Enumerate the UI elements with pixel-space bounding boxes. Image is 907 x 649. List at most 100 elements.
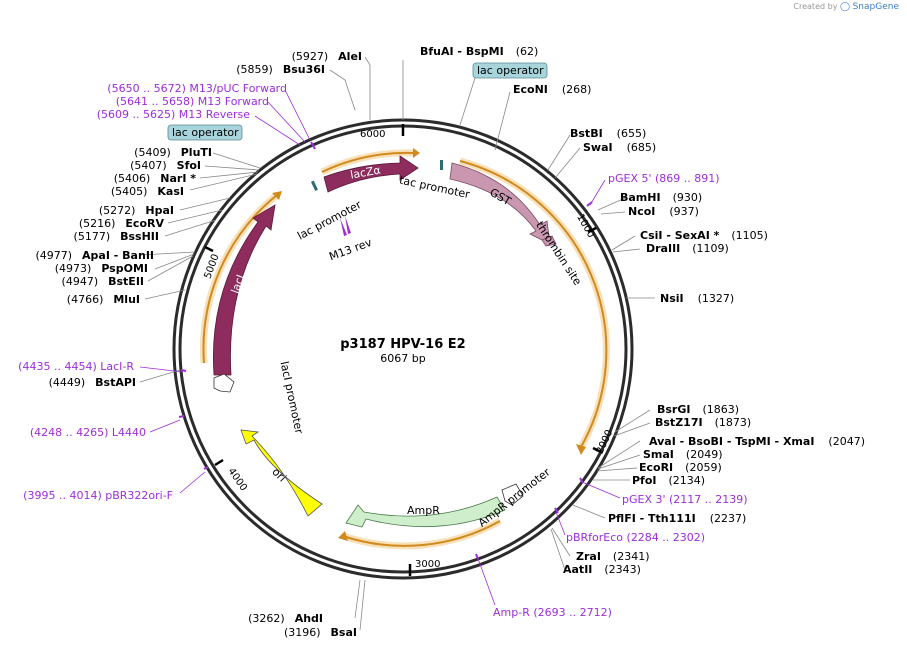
site-name: SwaI xyxy=(583,141,613,154)
primer-amp-r: Amp-R (2693 .. 2712) xyxy=(493,606,612,619)
ampr-promoter-label: AmpR promoter xyxy=(476,465,553,529)
svg-text:PflFI - Tth111I(2237): PflFI - Tth111I(2237) xyxy=(608,512,746,525)
orf-arcs xyxy=(200,148,610,550)
svg-text:(5406)NarI *: (5406)NarI * xyxy=(114,172,197,185)
plasmid-length: 6067 bp xyxy=(380,352,425,365)
laci-arrow xyxy=(213,204,276,376)
ampr-promoter-arrow xyxy=(501,483,524,506)
site-pos: (5927) xyxy=(292,50,329,63)
site-name: EcoNI xyxy=(513,83,548,96)
site-pos: (268) xyxy=(562,83,592,96)
svg-text:(5216)EcoRV: (5216)EcoRV xyxy=(79,217,165,230)
svg-text:(4973)PspOMI: (4973)PspOMI xyxy=(55,262,148,275)
site-name: BssHII xyxy=(120,230,159,243)
site-name: NcoI xyxy=(628,205,655,218)
svg-text:AvaI - BsoBI - TspMI - XmaI: AvaI - BsoBI - TspMI - XmaI(2047) xyxy=(649,435,865,448)
svg-text:(5407)SfoI: (5407) SfoI xyxy=(130,159,201,172)
site-name: ZraI xyxy=(576,550,601,563)
brand-prefix: Created by xyxy=(793,2,838,11)
site-pos: (3262) xyxy=(248,612,285,625)
svg-text:EcoNI(268): EcoNI (268) xyxy=(513,83,591,96)
site-pos: (2049) xyxy=(686,448,723,461)
primer-m13-puc-forward: (5650 .. 5672) M13/pUC Forward xyxy=(107,82,287,95)
site-name: AhdI xyxy=(295,612,323,625)
svg-text:(5177)BssHII: (5177)BssHII xyxy=(74,230,159,243)
svg-text:PfoI(2134): PfoI(2134) xyxy=(632,474,705,487)
svg-text:lac operator: lac operator xyxy=(172,126,239,139)
svg-text:SwaI(685): SwaI(685) xyxy=(583,141,656,154)
snapgene-brand: Created by ◯ SnapGene xyxy=(793,2,899,12)
svg-text:lac operator: lac operator xyxy=(477,64,544,77)
svg-text:(4766)MluI: (4766) MluI xyxy=(67,293,140,306)
site-pos: (1105) xyxy=(731,229,768,242)
laci-label: lacI xyxy=(229,273,248,295)
site-pos: (2343) xyxy=(604,563,641,576)
site-pos: (5859) xyxy=(236,63,273,76)
site-name: CsiI - SexAI * xyxy=(640,229,720,242)
svg-text:(5272)HpaI: (5272)HpaI xyxy=(99,204,174,217)
thrombin-site-arrow xyxy=(541,235,557,247)
site-pos: (62) xyxy=(516,45,539,58)
tick-6000: 6000 xyxy=(360,129,385,140)
ori-arrow xyxy=(240,429,323,517)
tick-3000: 3000 xyxy=(415,559,440,570)
site-pos: (1109) xyxy=(692,242,729,255)
site-name: Bsu36I xyxy=(283,63,325,76)
ampr-label: AmpR xyxy=(407,504,440,517)
laci-promoter-label: lacI promoter xyxy=(278,360,306,435)
site-name: PspOMI xyxy=(101,262,148,275)
site-name: BstZ17I xyxy=(655,416,703,429)
site-name: SfoI xyxy=(177,159,201,172)
lac-operator-box-1 xyxy=(440,160,443,170)
svg-text:(4977)ApaI - BanII: (4977)ApaI - BanII xyxy=(35,249,154,262)
site-pos: (655) xyxy=(617,127,647,140)
lac-promoter-label: lac promoter xyxy=(295,198,364,243)
site-name: AleI xyxy=(338,50,362,63)
svg-text:ZraI(2341): ZraI(2341) xyxy=(576,550,650,563)
site-pos: (5407) xyxy=(130,159,167,172)
site-name: EcoRI xyxy=(639,461,673,474)
site-pos: (4766) xyxy=(67,293,104,306)
brand-name: SnapGene xyxy=(852,2,899,12)
primer-m13-forward: (5641 .. 5658) M13 Forward xyxy=(116,95,269,108)
svg-text:BamHI(930): BamHI(930) xyxy=(620,191,702,204)
site-name: SmaI xyxy=(643,448,674,461)
svg-text:BsrGI(1863): BsrGI(1863) xyxy=(657,403,739,416)
site-name: DraIII xyxy=(646,242,680,255)
primer-laci-r: (4435 .. 4454) LacI-R xyxy=(18,360,134,373)
svg-text:NsiI(1327): NsiI(1327) xyxy=(660,292,734,305)
svg-text:CsiI - SexAI *(1105): CsiI - SexAI * (1105) xyxy=(640,229,768,242)
lac-operator-badge-1: lac operator xyxy=(472,62,548,79)
primer-labels: (5650 .. 5672) M13/pUC Forward (5641 .. … xyxy=(18,82,747,619)
svg-text:NcoI(937): NcoI(937) xyxy=(628,205,699,218)
site-name: AatII xyxy=(563,563,592,576)
primer-pgex-5: pGEX 5' (869 .. 891) xyxy=(608,172,720,185)
lac-operator-badge-2: lac operator xyxy=(167,124,243,141)
svg-text:BfuAI - BspMI(62): BfuAI - BspMI(62) xyxy=(420,45,538,58)
site-name: NarI * xyxy=(160,172,196,185)
site-name: ApaI - BanII xyxy=(82,249,154,262)
lac-operator-box-2 xyxy=(310,180,318,191)
site-pos: (5272) xyxy=(99,204,136,217)
site-pos: (3196) xyxy=(284,626,321,639)
site-name: BstEII xyxy=(108,275,144,288)
site-pos: (2237) xyxy=(710,512,747,525)
site-name: BstAPI xyxy=(95,376,136,389)
svg-text:(3196)BsaI: (3196)BsaI xyxy=(284,626,357,639)
svg-text:(5927)AleI: (5927) AleI xyxy=(292,50,362,63)
lacza-label: lacZα xyxy=(349,163,381,181)
site-pos: (1327) xyxy=(698,292,735,305)
site-pos: (5409) xyxy=(134,146,171,159)
site-pos: (5216) xyxy=(79,217,116,230)
primer-markers xyxy=(178,141,593,560)
site-name: BamHI xyxy=(620,191,661,204)
site-name: PluTI xyxy=(181,146,212,159)
site-name: PfoI xyxy=(632,474,657,487)
tick-marks xyxy=(204,124,602,576)
thrombin-site-label: thrombin site xyxy=(533,219,584,288)
site-pos: (4947) xyxy=(62,275,99,288)
primer-leaders xyxy=(139,89,621,606)
site-name: MluI xyxy=(113,293,140,306)
tick-1000: 1000 xyxy=(574,212,596,240)
